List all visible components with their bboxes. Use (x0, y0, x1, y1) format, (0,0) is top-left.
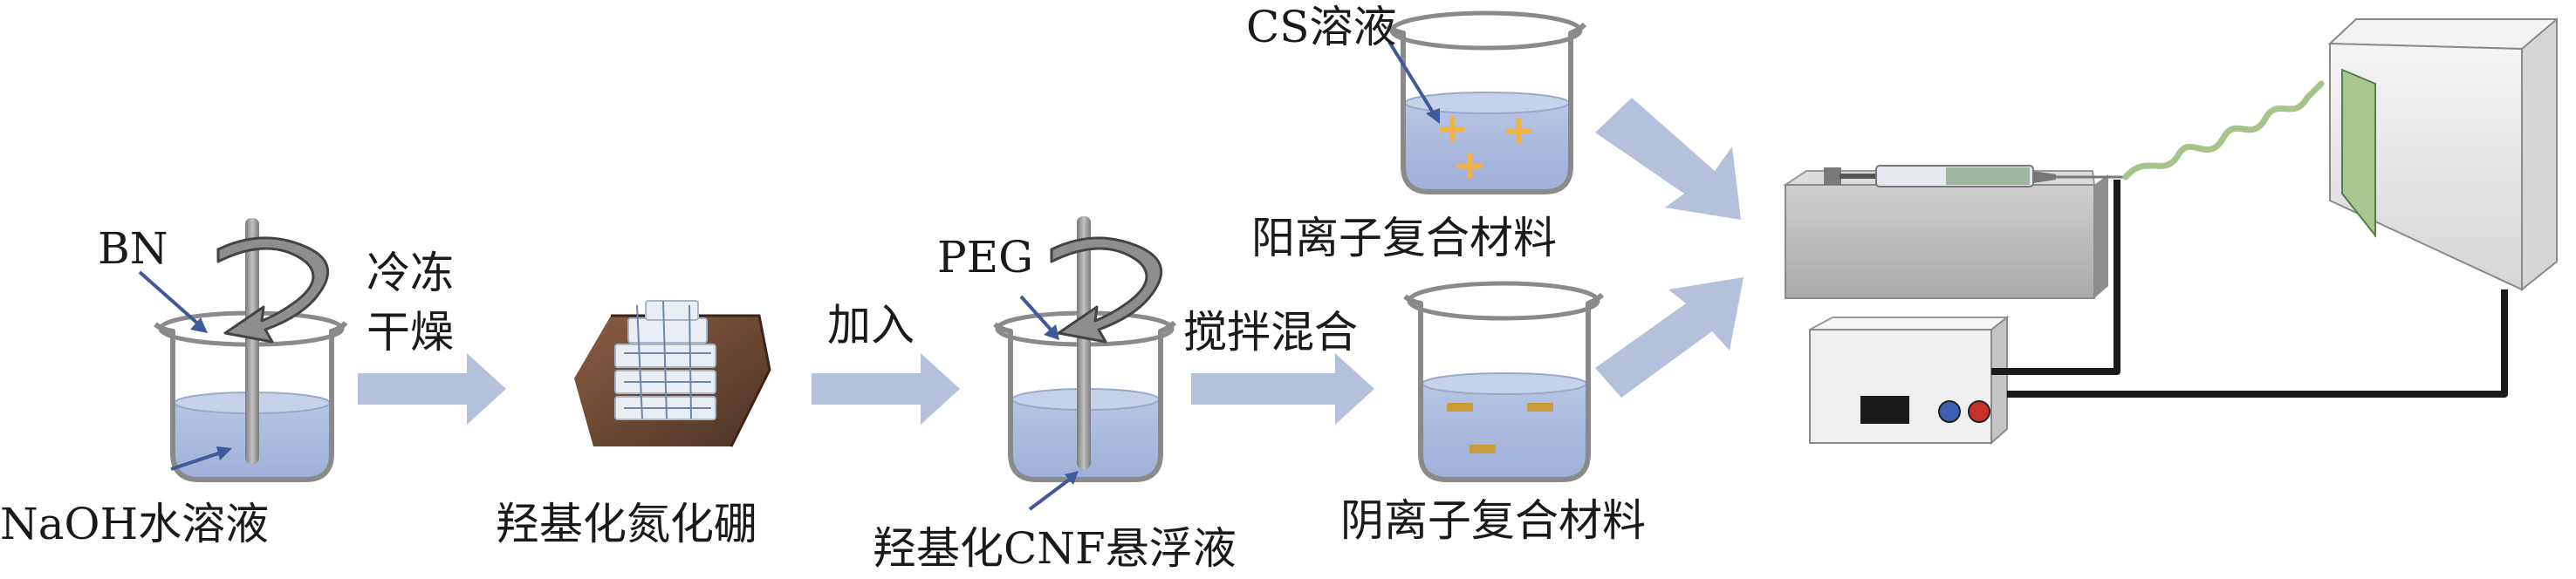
display-screen (1860, 396, 1909, 424)
spinning-jet-coil (2122, 80, 2325, 181)
blue-knob-icon (1938, 400, 1961, 423)
stir-arrow-icon (216, 236, 330, 344)
arrow-add (812, 353, 960, 425)
arrow-cation-to-device (1595, 98, 1741, 220)
negative-charges (1447, 403, 1553, 453)
naoh-pointer-head (216, 446, 232, 460)
peg-pointer (1019, 295, 1054, 333)
wires (1991, 180, 2508, 398)
collector-box (2327, 17, 2558, 292)
label-freeze-line1: 冷冻 (367, 248, 454, 298)
label-cs-solution: CS溶液 (1246, 2, 1397, 52)
power-supply (1809, 315, 2010, 446)
beaker-cnf (993, 216, 1177, 511)
label-stir-mix: 搅拌混合 (1183, 307, 1358, 358)
syringe-icon (1824, 165, 2126, 187)
label-cation-composite: 阳离子复合材料 (1251, 213, 1557, 263)
beaker-cation (1386, 10, 1587, 194)
label-hydroxylated-bn: 羟基化氮化硼 (496, 499, 757, 549)
label-freeze-line2: 干燥 (367, 307, 454, 358)
label-bn: BN (98, 223, 168, 274)
beaker-outline (154, 321, 348, 482)
hydroxylated-bn-block (574, 300, 771, 447)
syringe-pump (1782, 165, 2126, 299)
arrow-anion-to-device (1595, 277, 1744, 398)
naoh-pointer (170, 450, 224, 471)
label-peg: PEG (937, 232, 1034, 283)
beaker-anion (1403, 281, 1605, 482)
bn-pointer (138, 270, 202, 328)
collector-panel (2341, 68, 2376, 238)
label-anion-composite: 阴离子复合材料 (1340, 495, 1646, 546)
positive-charges (1439, 116, 1531, 179)
label-add: 加入 (827, 300, 915, 351)
arrow-stir-mix (1191, 353, 1374, 425)
stir-arrow-icon (1050, 236, 1163, 344)
cnf-pointer (1028, 476, 1073, 511)
red-knob-icon (1968, 400, 1990, 423)
stir-rod (245, 218, 259, 464)
label-naoh-solution: NaOH水溶液 (0, 499, 270, 549)
beaker-naoh (138, 218, 348, 482)
bn-pointer-head (190, 317, 208, 333)
cs-pointer (1387, 40, 1436, 117)
label-cnf-suspension: 羟基化CNF悬浮液 (873, 523, 1237, 574)
arrow-freeze-dry (358, 353, 506, 425)
